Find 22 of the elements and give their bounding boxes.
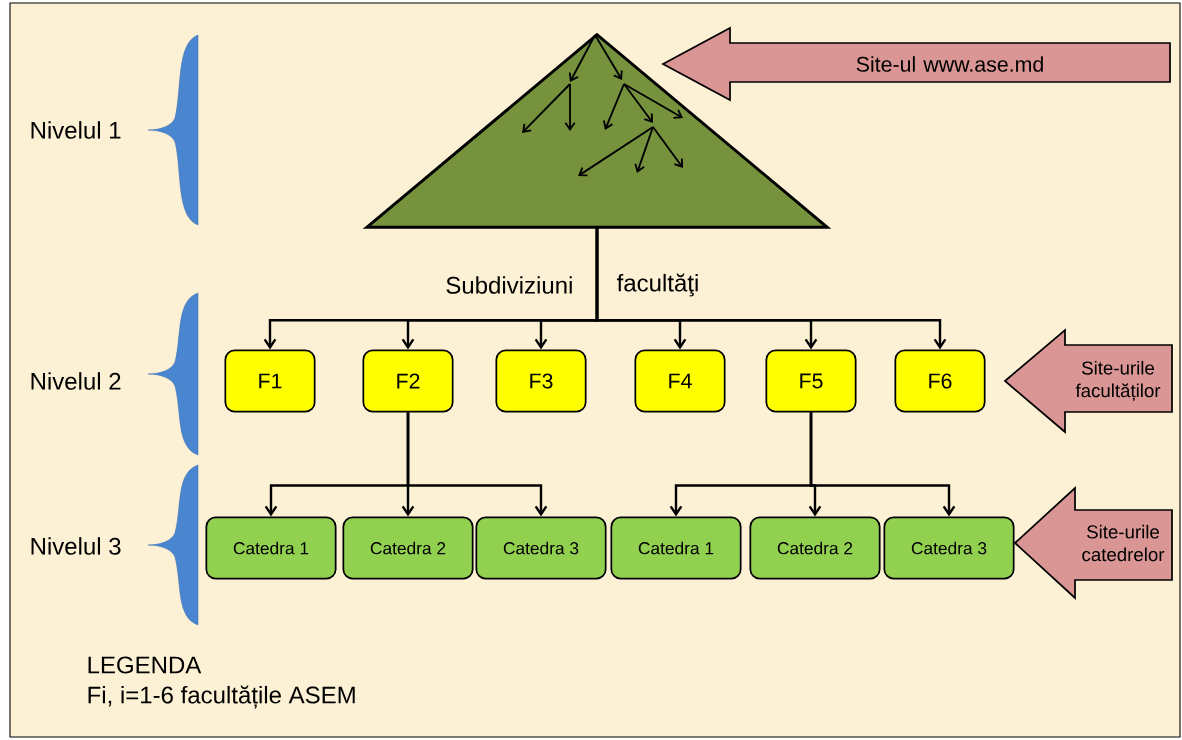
level-label: Nivelul 3 bbox=[31, 537, 121, 555]
arrow bbox=[406, 412, 548, 517]
legend-title: LEGENDA bbox=[88, 656, 202, 674]
department-box: Catedra 2 bbox=[749, 516, 881, 580]
faculty-box: F5 bbox=[765, 349, 857, 413]
faculty-box: F2 bbox=[362, 349, 454, 413]
faculty-box: F3 bbox=[495, 349, 587, 413]
faculty-box: F6 bbox=[894, 349, 986, 413]
department-box: Catedra 3 bbox=[883, 516, 1015, 580]
level-label: Nivelul 1 bbox=[31, 121, 121, 139]
department-box: Catedra 2 bbox=[342, 516, 474, 580]
arrow bbox=[595, 227, 947, 350]
level-label: Nivelul 2 bbox=[31, 372, 121, 390]
flow-label: Subdiviziuni bbox=[446, 276, 572, 294]
faculty-box: F4 bbox=[634, 349, 726, 413]
arrow bbox=[809, 412, 956, 517]
department-box: Catedra 3 bbox=[475, 516, 607, 580]
flow-label: facultăţi bbox=[616, 273, 698, 297]
faculty-box: F1 bbox=[224, 349, 316, 413]
department-box: Catedra 1 bbox=[610, 516, 742, 580]
legend-text: Fi, i=1-6 facultățile ASEM bbox=[88, 685, 355, 709]
department-box: Catedra 1 bbox=[205, 516, 337, 580]
